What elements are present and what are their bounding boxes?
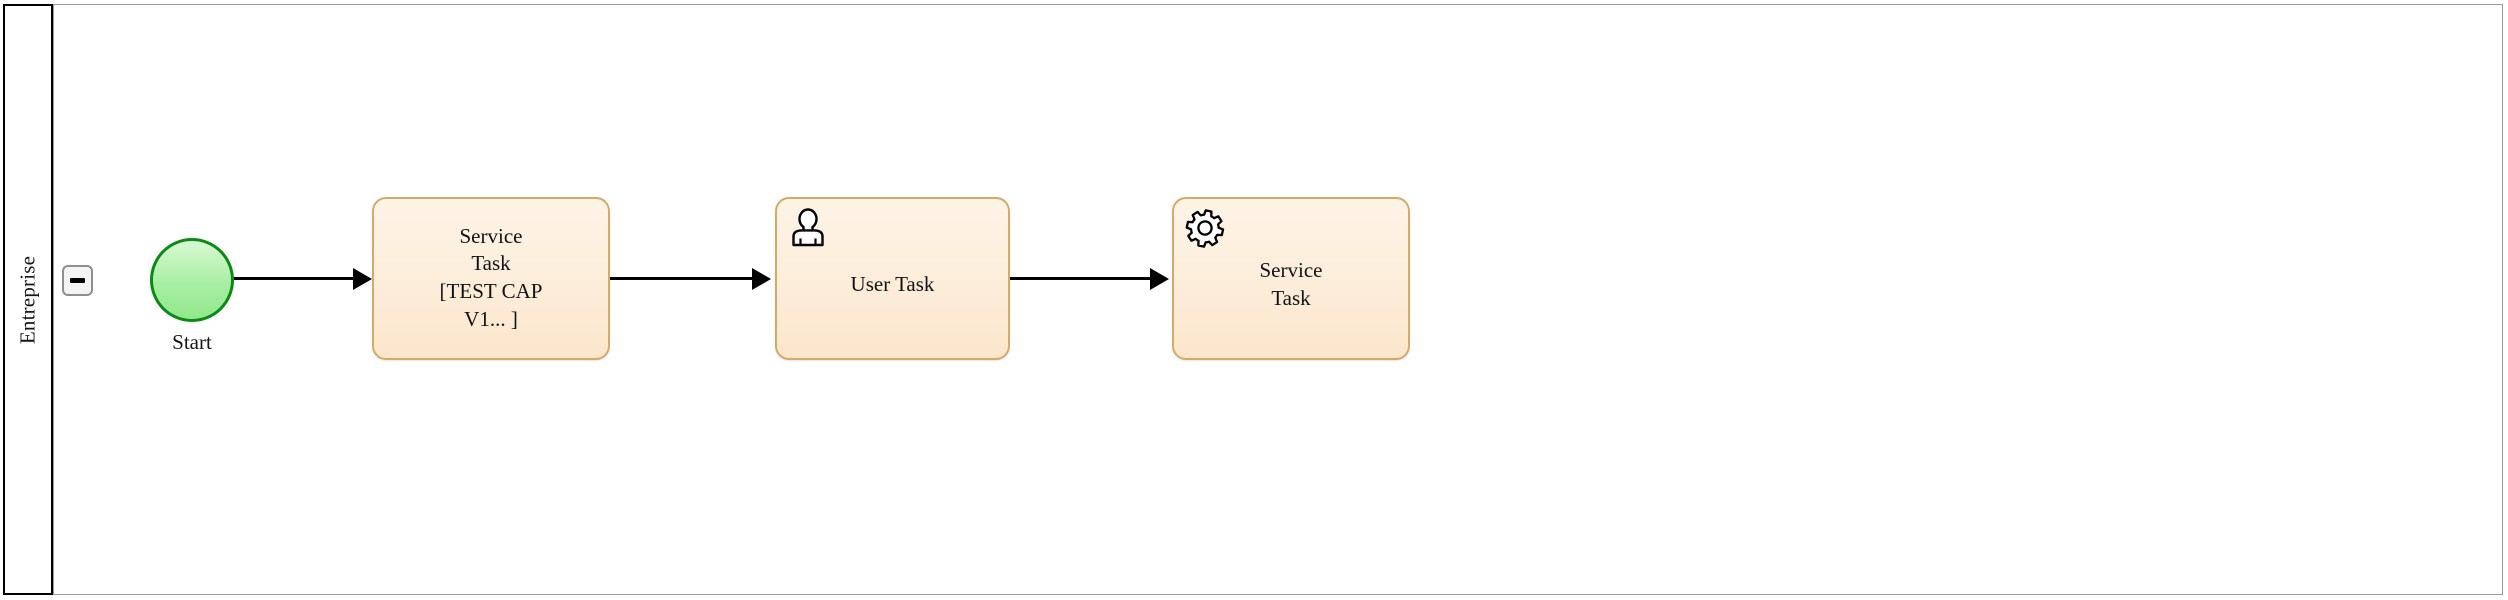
sequence-flow-1-arrowhead <box>353 268 372 290</box>
start-event-label: Start <box>172 330 212 354</box>
task-service-task-1-label: Service Task [TEST CAP V1... ] <box>439 223 543 332</box>
task-service-task-2-label: Service Task <box>1259 257 1323 310</box>
sequence-flow-3-arrowhead <box>1150 268 1169 290</box>
minus-icon <box>70 278 85 283</box>
gear-icon <box>1185 208 1225 248</box>
task-service-task-2[interactable]: Service Task <box>1172 197 1410 360</box>
lane-title: Entreprise <box>15 255 40 344</box>
task-user-task-1-label: User Task <box>850 271 935 296</box>
sequence-flow-1[interactable] <box>234 277 356 280</box>
lane-collapse-button[interactable] <box>62 265 93 296</box>
task-service-task-1[interactable]: Service Task [TEST CAP V1... ] <box>372 197 610 360</box>
start-event[interactable] <box>150 238 234 322</box>
sequence-flow-2[interactable] <box>610 277 755 280</box>
sequence-flow-2-arrowhead <box>752 268 771 290</box>
lane-header[interactable]: Entreprise <box>3 4 53 595</box>
sequence-flow-3[interactable] <box>1010 277 1153 280</box>
user-icon <box>788 208 828 248</box>
task-user-task-1[interactable]: User Task <box>775 197 1010 360</box>
